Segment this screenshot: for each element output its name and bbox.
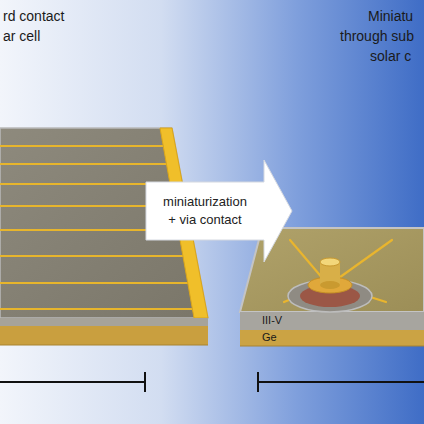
cell-title: through sub	[340, 28, 414, 44]
ge-layer	[240, 330, 424, 346]
layer-label: Ge	[262, 331, 277, 344]
ge-layer	[0, 326, 208, 345]
arrow-shape: miniaturization + via contact	[146, 160, 292, 262]
layer-label: III-V	[262, 314, 282, 327]
arrow-body: miniaturization + via contact	[146, 182, 264, 240]
iii-v-layer	[0, 318, 208, 326]
cell-title: ar cell	[3, 28, 40, 44]
arrow-outline	[146, 160, 292, 262]
cell-title: rd contact	[3, 8, 64, 24]
arrow-label: miniaturization + via contact	[160, 193, 250, 228]
iii-v-layer	[240, 312, 424, 330]
cell-title: solar c	[370, 48, 411, 64]
arrow-fill	[146, 160, 292, 262]
via-isolation	[288, 280, 372, 312]
cell-title: Miniatu	[368, 8, 413, 24]
scale-bar	[0, 372, 424, 392]
